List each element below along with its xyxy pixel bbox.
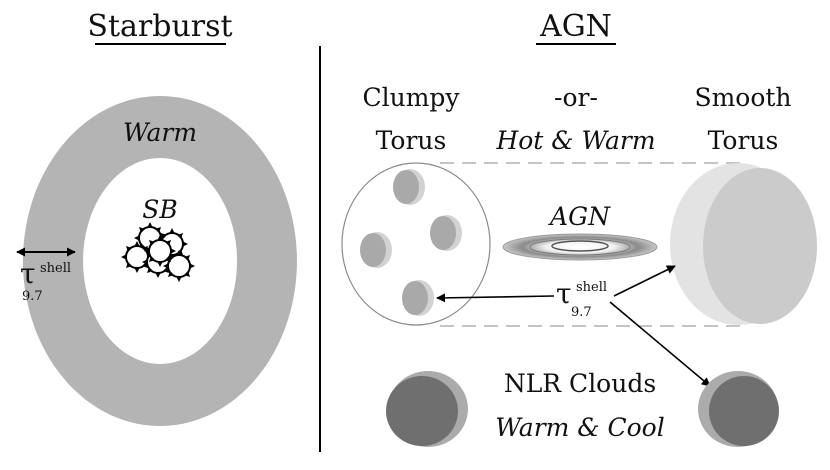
smooth-torus xyxy=(670,163,817,325)
nlr-clouds-label: NLR Clouds xyxy=(504,369,656,398)
agn-tau-superscript: shell xyxy=(576,280,607,295)
clumpy-torus-outline xyxy=(341,162,491,326)
arrow-to-nlr-cloud xyxy=(609,301,711,387)
starburst-tau-superscript: shell xyxy=(40,261,71,276)
arrow-to-smooth-torus xyxy=(613,265,676,297)
starburst-title: Starburst xyxy=(87,9,232,44)
clump-cloud xyxy=(430,215,462,251)
sb-core-label: SB xyxy=(142,195,178,224)
smooth-torus-label-line1: Smooth xyxy=(694,83,791,112)
nlr-cloud-left xyxy=(386,371,468,447)
warm-dust-shell xyxy=(22,96,297,426)
starburst-panel: Starburst Warm SB τ shell 9.7 xyxy=(16,9,297,426)
clump-cloud xyxy=(393,169,425,205)
clump-cloud xyxy=(360,232,392,268)
clump-cloud xyxy=(402,280,434,316)
or-label: -or- xyxy=(554,83,598,112)
starburst-star-cluster xyxy=(120,221,196,283)
hot-warm-label: Hot & Warm xyxy=(495,126,655,155)
agn-tau-symbol: τ xyxy=(556,277,572,310)
agn-tau-subscript: 9.7 xyxy=(571,305,592,320)
arrow-to-clump xyxy=(436,293,555,303)
nlr-cloud-right xyxy=(698,371,779,447)
clumpy-torus-clouds xyxy=(360,169,462,316)
agn-core-label: AGN xyxy=(548,202,611,231)
nlr-warm-cool-label: Warm & Cool xyxy=(495,413,664,442)
clumpy-torus-label-line1: Clumpy xyxy=(362,83,460,112)
starburst-tau-symbol: τ xyxy=(20,257,36,290)
smooth-torus-label-line2: Torus xyxy=(708,126,779,155)
agn-accretion-disk xyxy=(502,233,658,261)
clumpy-torus-label-line2: Torus xyxy=(376,126,447,155)
agn-title: AGN xyxy=(539,9,612,44)
starburst-tau-subscript: 9.7 xyxy=(22,289,43,304)
agn-panel: AGN Clumpy Torus -or- Hot & Warm Smooth … xyxy=(341,9,817,447)
warm-shell-label: Warm xyxy=(123,118,197,147)
